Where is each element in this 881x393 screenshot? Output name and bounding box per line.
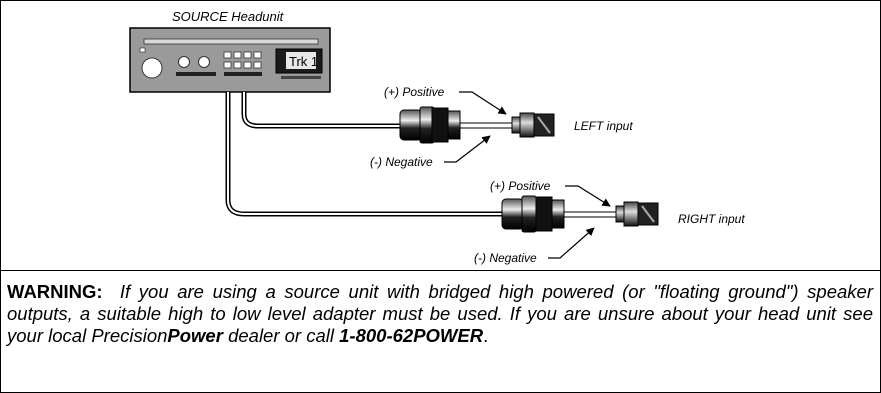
warning-text: WARNING: If you are using a source unit … <box>7 281 873 347</box>
track-buttons <box>223 51 262 69</box>
warning-heading: WARNING: <box>7 281 103 302</box>
left-negative-label: (-) Negative <box>370 155 433 169</box>
balance-knob-left <box>178 56 190 68</box>
divider <box>0 270 880 271</box>
cables <box>225 92 504 217</box>
right-rca-plug <box>501 195 659 233</box>
right-positive-arrow <box>565 185 611 207</box>
right-negative-arrow <box>548 227 595 259</box>
balance-knob-right <box>198 56 210 68</box>
display-text: Trk 1 <box>289 54 318 69</box>
warning-brand: Power <box>167 325 223 346</box>
left-negative-arrow <box>444 135 491 163</box>
headunit: SOURCE Headunit Trk 1 <box>129 9 331 93</box>
left-positive-label: (+) Positive <box>384 85 445 99</box>
headunit-title: SOURCE Headunit <box>172 9 285 24</box>
right-input-label: RIGHT input <box>678 212 745 226</box>
wiring-diagram: SOURCE Headunit Trk 1 <box>129 9 745 265</box>
right-negative-label: (-) Negative <box>474 251 537 265</box>
right-positive-label: (+) Positive <box>490 179 551 193</box>
left-positive-arrow <box>459 91 507 115</box>
left-rca-plug <box>399 106 555 144</box>
left-input-label: LEFT input <box>574 119 633 133</box>
warning-body-after: dealer or call <box>222 325 340 346</box>
volume-knob <box>141 57 163 79</box>
warning-phone: 1-800-62POWER <box>339 325 484 346</box>
warning-body: If you are using a source unit with brid… <box>7 281 874 346</box>
warning-end: . <box>483 325 489 346</box>
